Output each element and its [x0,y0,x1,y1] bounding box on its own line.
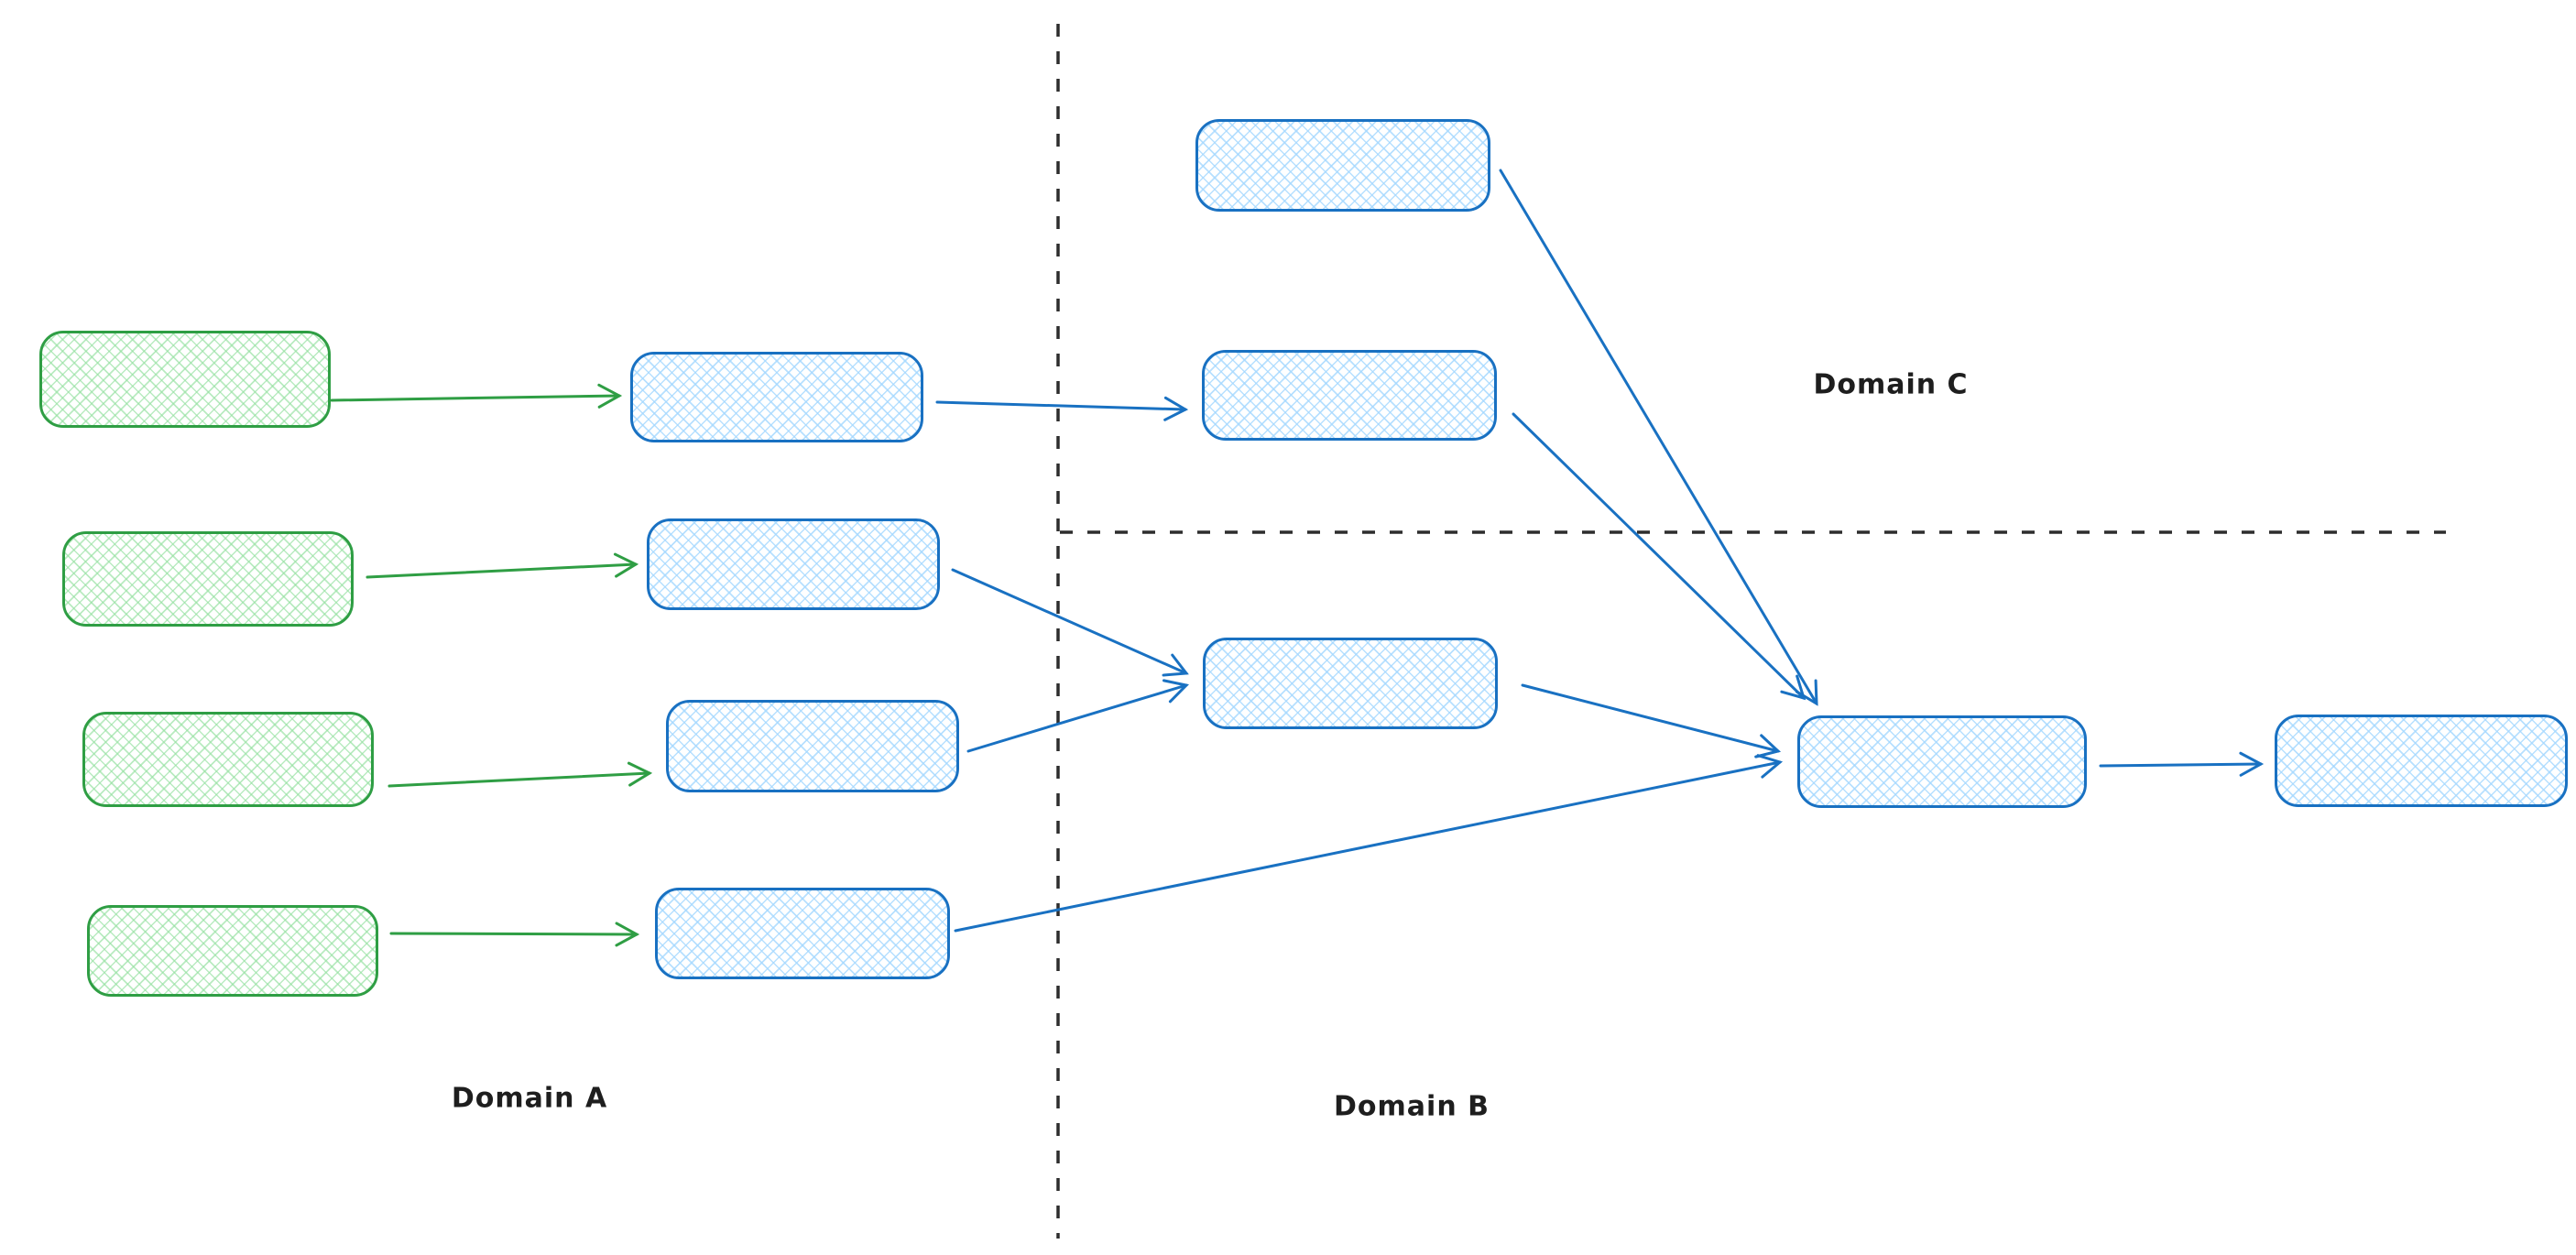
domain-a-label[interactable]: Domain A [451,1082,608,1115]
edge-blue-b-top-to-junction[interactable] [1499,169,1818,706]
edge-green-a3-to-blue-a3[interactable] [387,761,653,788]
domain-b-label[interactable]: Domain B [1334,1090,1490,1123]
edge-blue-b-low-to-junction[interactable] [1521,683,1782,758]
node-blue-b-top[interactable] [1195,119,1490,212]
node-blue-junction[interactable] [1797,715,2087,808]
edge-blue-a3-to-blue-b-low[interactable] [966,679,1189,753]
edge-blue-a1-to-blue-b-mid[interactable] [935,396,1189,421]
edge-green-a4-to-blue-a4[interactable] [389,922,640,947]
node-blue-b-low[interactable] [1203,638,1498,729]
node-green-a4[interactable] [87,905,378,997]
node-blue-a3[interactable] [666,700,959,792]
edge-blue-b-mid-to-junction[interactable] [1512,412,1806,701]
node-blue-final[interactable] [2275,715,2568,807]
domain-c-label[interactable]: Domain C [1813,368,1969,401]
node-blue-a2[interactable] [647,518,940,610]
edge-blue-a2-to-blue-b-low[interactable] [951,568,1189,677]
node-blue-a1[interactable] [630,352,923,442]
node-blue-b-mid[interactable] [1202,350,1497,441]
node-green-a3[interactable] [82,712,374,807]
edge-blue-a4-to-junction[interactable] [954,754,1784,933]
edge-green-a1-to-blue-a1[interactable] [330,383,623,409]
node-green-a2[interactable] [62,531,354,627]
edge-junction-to-final[interactable] [2099,751,2265,777]
edge-green-a2-to-blue-a2[interactable] [366,552,639,579]
node-blue-a4[interactable] [655,888,950,979]
node-green-a1[interactable] [39,331,331,428]
